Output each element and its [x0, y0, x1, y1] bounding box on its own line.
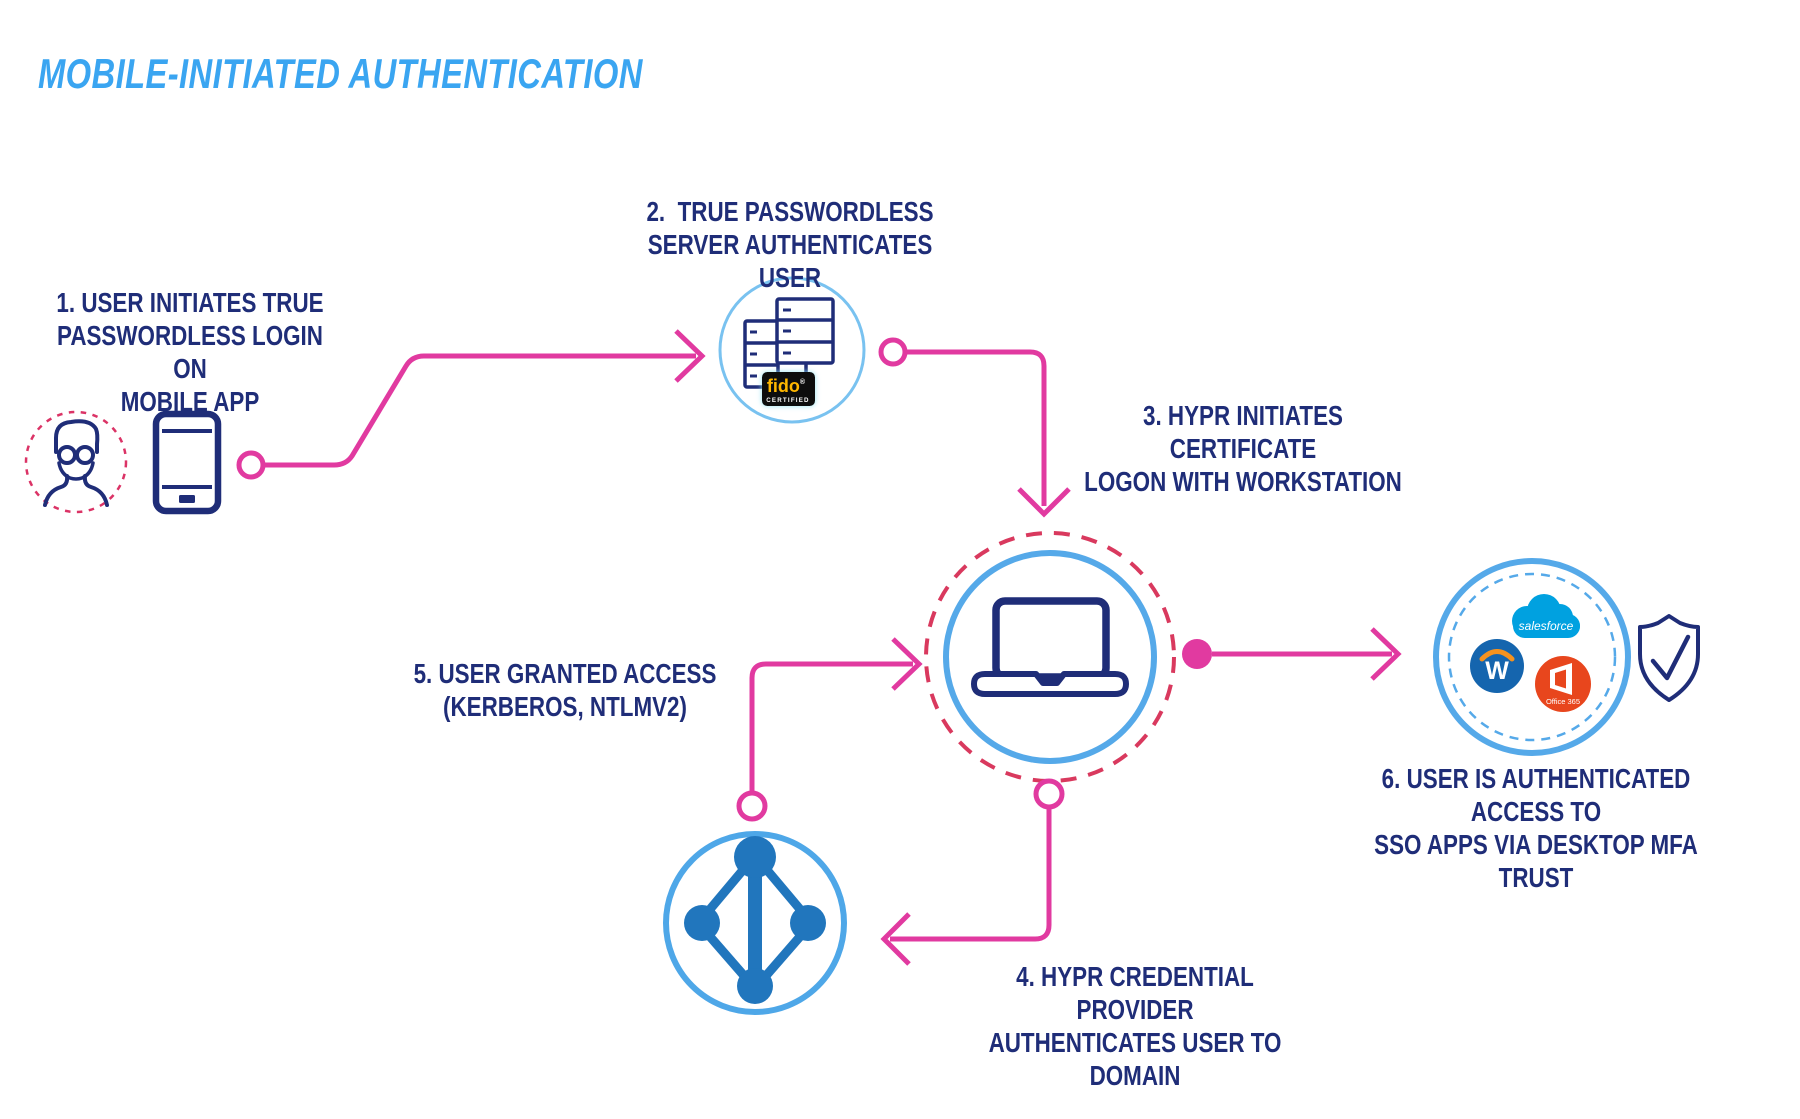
step-3-label: 3. HYPR INITIATES CERTIFICATE LOGON WITH… — [1084, 400, 1402, 497]
step-6-label: 6. USER IS AUTHENTICATED ACCESS TO SSO A… — [1374, 763, 1698, 893]
svg-text:fido®: fido® — [767, 376, 806, 396]
fido-certified-text: CERTIFIED — [766, 397, 809, 404]
mobile-phone-icon — [152, 410, 222, 515]
server-icon — [743, 297, 835, 389]
arrowhead-right-icon — [674, 329, 706, 383]
fido-brand-text: fido — [767, 376, 800, 396]
fido-reg-mark: ® — [800, 378, 806, 386]
office-365-text: Office 365 — [1546, 697, 1580, 706]
flow-line-workstation-to-sso — [1182, 627, 1402, 681]
sso-apps-node: salesforce W Office 365 — [1433, 558, 1631, 756]
laptop-icon — [971, 597, 1129, 697]
arrowhead-left-icon — [880, 912, 911, 966]
flow-line-step2-to-workstation — [878, 337, 1071, 518]
workday-logo: W — [1470, 639, 1524, 693]
flow-line-workstation-to-ad — [880, 778, 1065, 966]
fido-certified-badge: fido® CERTIFIED — [762, 372, 815, 406]
salesforce-wordmark: salesforce — [1519, 619, 1574, 633]
workday-w: W — [1485, 657, 1509, 685]
flow-line-step1-to-step2 — [236, 329, 706, 480]
step-5-label: 5. USER GRANTED ACCESS (KERBEROS, NTLMV2… — [413, 658, 717, 722]
user-avatar-icon — [24, 410, 128, 514]
office-365-logo: Office 365 — [1535, 656, 1591, 712]
workstation-node — [924, 531, 1176, 783]
flow-line-ad-to-workstation — [736, 637, 923, 822]
arrowhead-down-icon — [1017, 487, 1071, 518]
step-2-label: 2. TRUE PASSWORDLESS SERVER AUTHENTICATE… — [646, 196, 934, 293]
shield-check-icon — [1638, 614, 1700, 702]
active-directory-icon — [684, 836, 826, 1004]
active-directory-node — [663, 831, 847, 1015]
step-4-label: 4. HYPR CREDENTIAL PROVIDER AUTHENTICATE… — [988, 961, 1282, 1091]
arrowhead-right-icon — [1370, 627, 1402, 681]
salesforce-logo: salesforce — [1512, 594, 1580, 638]
page-title: MOBILE-INITIATED AUTHENTICATION — [38, 50, 643, 97]
passwordless-server-node: fido® CERTIFIED — [718, 276, 866, 424]
arrowhead-right-icon — [891, 637, 923, 691]
step-1-label: 1. USER INITIATES TRUE PASSWORDLESS LOGI… — [56, 287, 324, 417]
